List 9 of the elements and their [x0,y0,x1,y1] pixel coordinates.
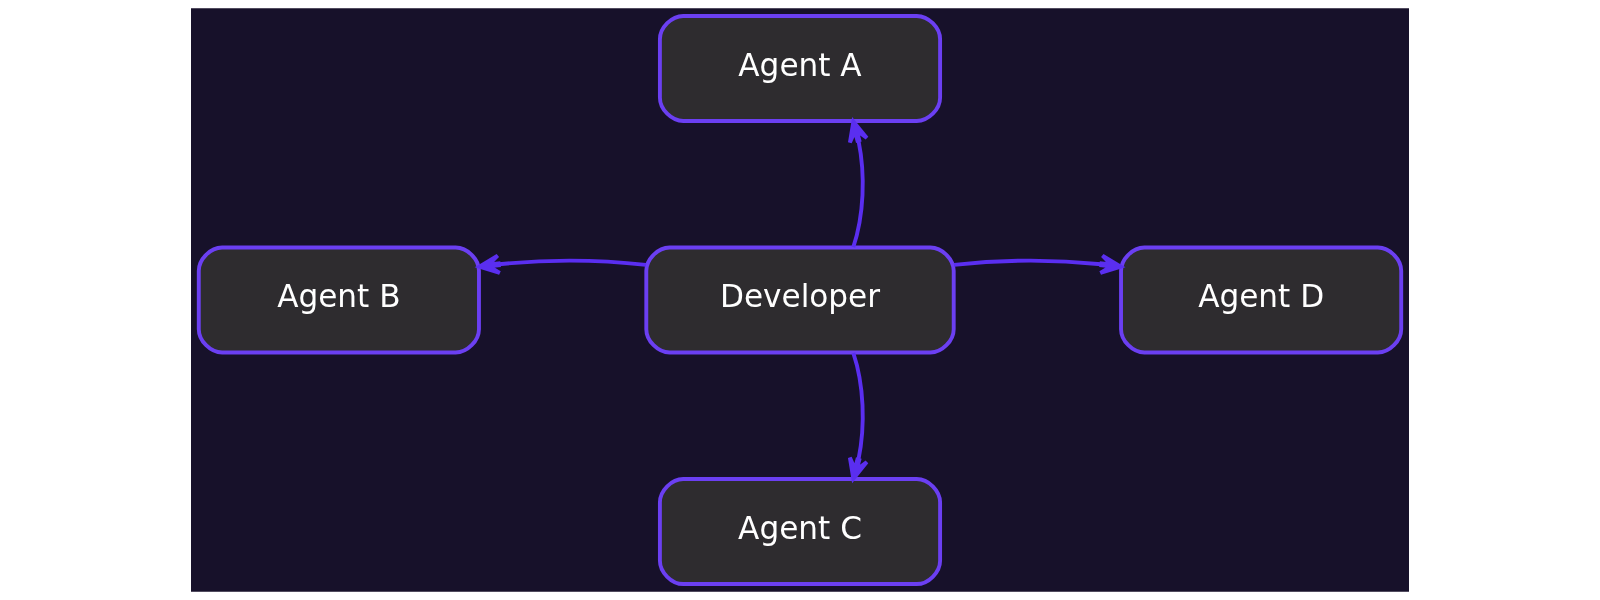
node-box: Developer [644,245,956,355]
node-box: Agent D [1119,245,1404,355]
arrow [847,352,869,481]
arrow [477,253,647,275]
arrow [847,119,869,248]
node-box: Agent C [657,477,943,586]
node-box: Agent A [657,14,943,123]
arrow [953,253,1123,275]
node-box: Agent B [196,245,481,355]
